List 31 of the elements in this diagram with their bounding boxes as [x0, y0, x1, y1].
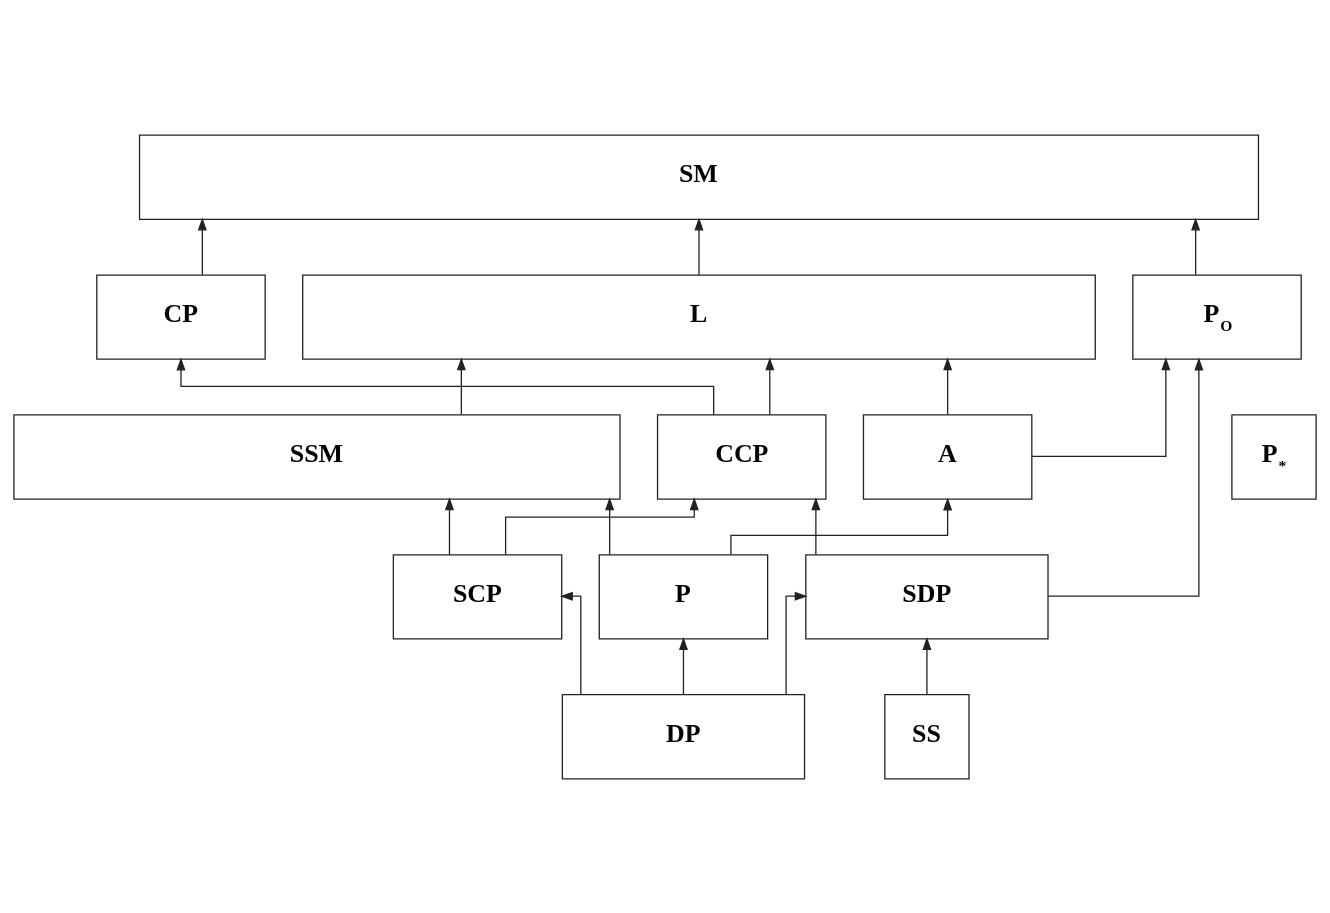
- node-box: DP: [561, 693, 806, 779]
- arrow: [765, 356, 775, 415]
- arrow: [678, 636, 688, 695]
- arrow: [1047, 357, 1204, 597]
- node-box: SCP: [392, 553, 563, 640]
- arrow: [694, 217, 704, 275]
- arrow: [456, 356, 466, 415]
- arrow: [1191, 217, 1201, 275]
- node-box: CP: [96, 273, 266, 360]
- arrow: [559, 591, 582, 695]
- arrow: [504, 496, 699, 555]
- node-box: P$_{O}$: [1132, 273, 1302, 360]
- node-box: A: [862, 413, 1033, 500]
- arrow: [444, 496, 454, 555]
- node-box: SM: [138, 134, 1260, 220]
- arrow: [922, 636, 932, 695]
- node-box: P: [598, 553, 769, 640]
- node-box: P$_{*}$: [1231, 413, 1317, 500]
- arrow: [785, 591, 808, 695]
- arrow: [176, 356, 715, 415]
- node-box: SDP: [805, 553, 1049, 640]
- node-box: SS: [884, 693, 970, 779]
- arrow: [605, 496, 615, 555]
- node-box: L: [302, 273, 1096, 360]
- arrow: [197, 217, 207, 275]
- arrow: [811, 496, 821, 555]
- arrow: [730, 496, 953, 555]
- node-box: SSM: [13, 413, 621, 500]
- arrow: [943, 356, 953, 415]
- arrow: [1031, 356, 1171, 457]
- node-box: CCP: [656, 413, 827, 500]
